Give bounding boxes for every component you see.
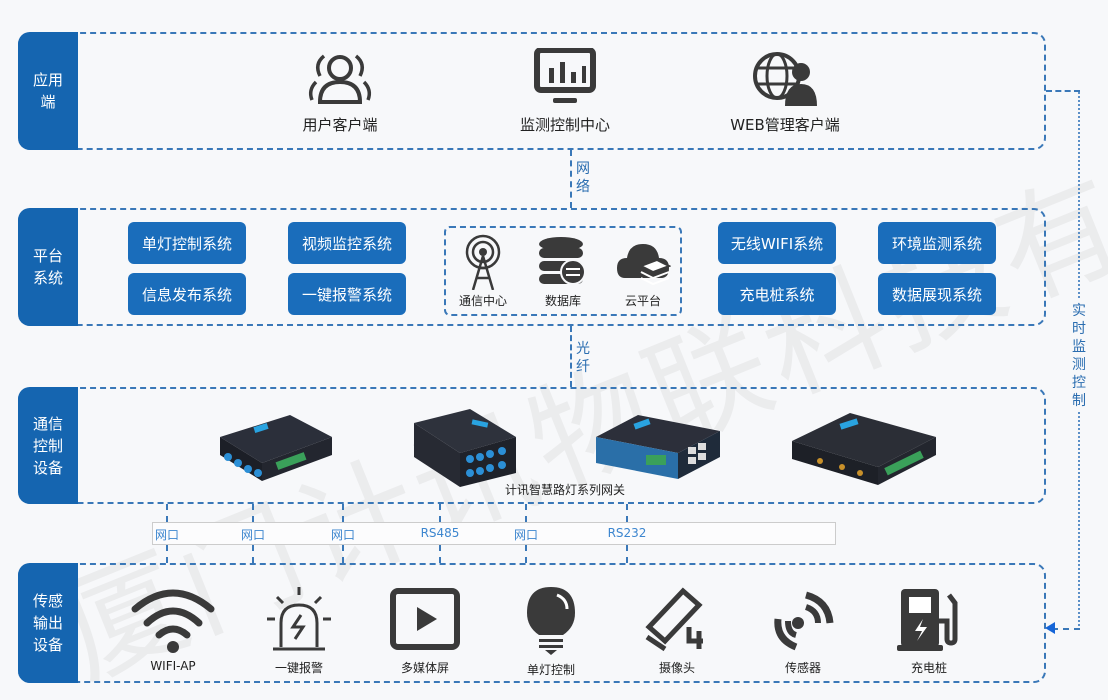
interface-label: 网口 xyxy=(154,528,180,542)
interface-label: RS232 xyxy=(607,526,647,540)
app-item-label: 监测控制中心 xyxy=(519,116,610,134)
monitor-chart-icon xyxy=(534,48,596,103)
center-item-label: 通信中心 xyxy=(458,294,507,308)
interface-tick xyxy=(525,504,527,522)
center-item-comm: 通信中心 xyxy=(448,234,518,309)
sense-item-camera: 摄像头 xyxy=(622,585,732,676)
interface-tick xyxy=(342,545,344,563)
sense-item-media-screen: 多媒体屏 xyxy=(370,585,480,676)
app-item-monitor-center: 监测控制中心 xyxy=(495,48,635,135)
center-item-label: 数据库 xyxy=(544,294,581,308)
system-button-alarm[interactable]: 一键报警系统 xyxy=(288,273,406,315)
system-button-info-publish[interactable]: 信息发布系统 xyxy=(128,273,246,315)
sense-item-label: 充电桩 xyxy=(910,661,947,675)
interface-tick xyxy=(342,504,344,522)
center-item-cloud: 云平台 xyxy=(608,234,678,309)
interface-tick xyxy=(525,545,527,563)
system-button-env-monitor[interactable]: 环境监测系统 xyxy=(878,222,996,264)
interface-tick xyxy=(252,504,254,522)
interface-tick xyxy=(166,504,168,522)
connector-label-fiber: 光纤 xyxy=(576,341,590,375)
sense-item-label: 摄像头 xyxy=(658,661,695,675)
sense-item-label: 一键报警 xyxy=(274,661,323,675)
charging-station-icon xyxy=(897,589,958,651)
layer-title-platform: 平台系统 xyxy=(18,208,78,326)
system-button-charging[interactable]: 充电桩系统 xyxy=(718,273,836,315)
wifi-icon xyxy=(131,589,215,653)
interface-tick xyxy=(166,545,168,563)
interface-label: 网口 xyxy=(330,528,356,542)
globe-user-icon xyxy=(753,52,817,106)
gateway-device-3-image xyxy=(596,415,720,479)
interface-label: 网口 xyxy=(513,528,539,542)
interface-tick xyxy=(252,545,254,563)
system-button-single-light[interactable]: 单灯控制系统 xyxy=(128,222,246,264)
connector-network: 网络 xyxy=(570,150,592,208)
cloud-layers-icon xyxy=(617,244,671,286)
sense-item-sensor: 传感器 xyxy=(748,585,858,676)
app-item-user-client: 用户客户端 xyxy=(275,48,405,135)
system-button-wifi[interactable]: 无线WIFI系统 xyxy=(718,222,836,264)
platform-center-box: 通信中心 数据库 云平台 xyxy=(444,226,682,316)
interface-tick xyxy=(439,545,441,563)
sense-item-alarm: 一键报警 xyxy=(244,585,354,676)
alarm-light-icon xyxy=(267,587,331,651)
gateway-device-2-image xyxy=(414,409,516,487)
app-item-label: WEB管理客户端 xyxy=(730,116,840,134)
lightbulb-icon xyxy=(527,587,575,655)
interface-label: RS485 xyxy=(420,526,460,540)
sense-item-wifi-ap: WIFI-AP xyxy=(118,585,228,673)
gateway-device-1-image xyxy=(220,415,332,481)
sense-item-label: 多媒体屏 xyxy=(400,661,449,675)
sense-item-label: WIFI-AP xyxy=(150,659,196,673)
center-item-label: 云平台 xyxy=(624,294,661,308)
users-icon xyxy=(308,54,372,104)
connector-fiber: 光纤 xyxy=(570,326,592,387)
sense-item-label: 传感器 xyxy=(784,661,821,675)
interface-row: 网口 网口 网口 RS485 网口 RS232 xyxy=(152,522,836,545)
interface-tick xyxy=(439,504,441,522)
database-sync-icon xyxy=(539,237,586,285)
app-item-web-client: WEB管理客户端 xyxy=(710,48,860,135)
sense-item-charger: 充电桩 xyxy=(874,585,984,676)
camera-icon xyxy=(645,587,703,652)
layer-title-sensing: 传感输出设备 xyxy=(18,563,78,683)
system-button-data-display[interactable]: 数据展现系统 xyxy=(878,273,996,315)
system-button-video[interactable]: 视频监控系统 xyxy=(288,222,406,264)
layer-platform: 平台系统 单灯控制系统 视频监控系统 信息发布系统 一键报警系统 通信中心 数据… xyxy=(18,208,1046,326)
realtime-connector-bottom xyxy=(1052,628,1080,630)
sense-item-single-light: 单灯控制 xyxy=(496,585,606,678)
app-item-label: 用户客户端 xyxy=(302,116,378,134)
layer-title-application: 应用端 xyxy=(18,32,78,150)
realtime-connector-top xyxy=(1046,90,1080,92)
connector-label-network: 网络 xyxy=(576,161,590,195)
arrow-left-icon xyxy=(1045,622,1055,634)
gateway-series-label: 计讯智慧路灯系列网关 xyxy=(505,483,626,497)
center-item-database: 数据库 xyxy=(528,234,598,309)
layer-communication: 通信控制设备 xyxy=(18,387,1046,504)
layer-application: 应用端 用户客户端 监测控制中心 WEB管理客户端 xyxy=(18,32,1046,150)
interface-tick xyxy=(626,504,628,522)
antenna-tower-icon xyxy=(465,234,501,290)
interface-label: 网口 xyxy=(240,528,266,542)
play-screen-icon xyxy=(390,588,460,650)
layer-title-communication: 通信控制设备 xyxy=(18,387,78,504)
gateway-device-4-image xyxy=(792,413,936,485)
layer-sensing-output: 传感输出设备 WIFI-AP 一键报警 多媒体屏 xyxy=(18,563,1046,683)
realtime-monitor-label: 实时监测控制 xyxy=(1070,300,1088,412)
sense-item-label: 单灯控制 xyxy=(526,663,575,677)
sensor-signal-icon xyxy=(774,591,834,651)
interface-tick xyxy=(626,545,628,563)
